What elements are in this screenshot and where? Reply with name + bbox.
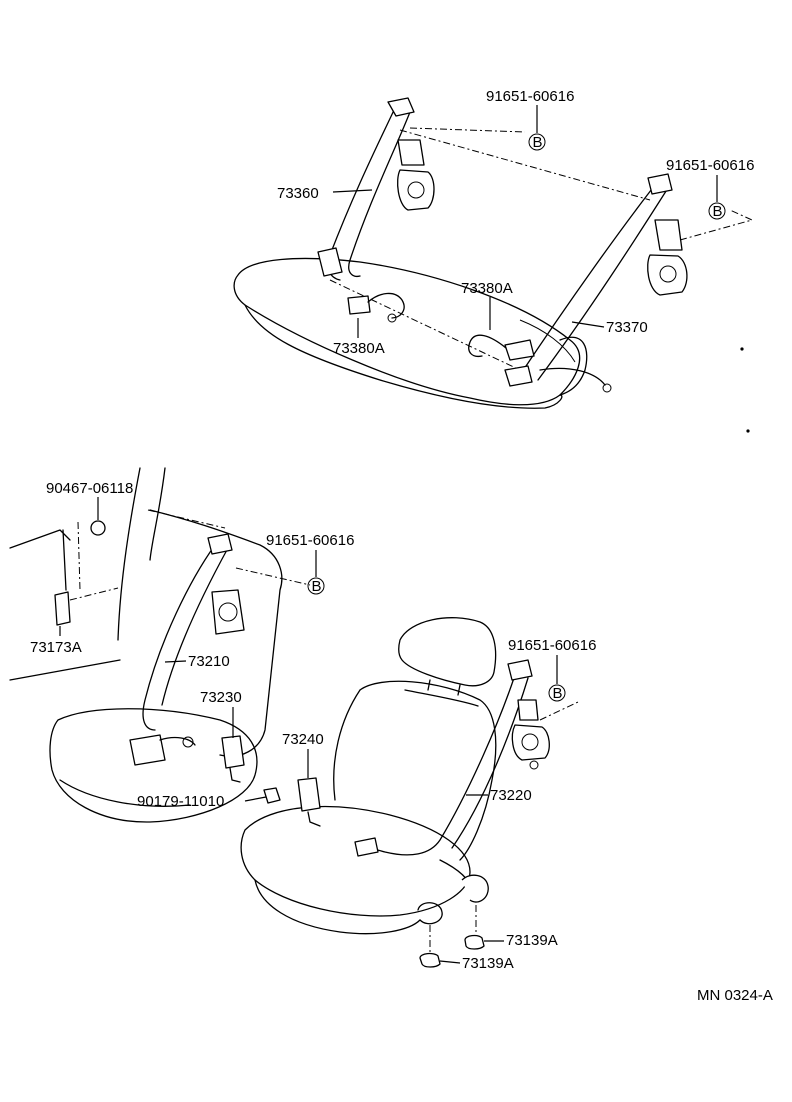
- figure-code: MN 0324-A: [697, 987, 773, 1004]
- rear-bolt-callout-2: B: [679, 202, 754, 241]
- rear-mount-line: [399, 129, 651, 201]
- label-bolt-front-right: 91651-60616: [508, 637, 596, 654]
- label-front-right-belt: 73220: [490, 787, 532, 804]
- label-clip-90467: 90467-06118: [46, 480, 133, 497]
- label-cover-2: 73139A: [462, 955, 514, 972]
- clip-90467: [77, 520, 106, 591]
- svg-text:B: B: [713, 203, 723, 220]
- rear-right-belt-assembly: [317, 97, 435, 323]
- label-front-left-belt: 73210: [188, 653, 230, 670]
- label-bolt-front-left: 91651-60616: [266, 532, 354, 549]
- dot-mark-2: [746, 429, 750, 433]
- rear-bolt-callout-1: B: [409, 127, 546, 151]
- nut-90179: [263, 787, 281, 804]
- label-rear-buckle-left: 73380A: [461, 280, 513, 297]
- label-rear-right-belt: 73360: [277, 185, 319, 202]
- front-right-seat: [240, 617, 497, 935]
- svg-text:B: B: [553, 685, 563, 702]
- label-rear-left-belt: 73370: [606, 319, 648, 336]
- cover-73139a-2: [419, 925, 441, 968]
- label-front-left-buckle: 73230: [200, 689, 242, 706]
- label-bolt-rear-1: 91651-60616: [486, 88, 574, 105]
- front-left-bolt-callout: B: [307, 577, 325, 595]
- pillar-trim-cover: [54, 529, 119, 626]
- cover-73139a-1: [464, 905, 485, 950]
- svg-text:B: B: [533, 134, 543, 151]
- label-bolt-rear-2: 91651-60616: [666, 157, 754, 174]
- front-right-bolt-callout: B: [548, 684, 566, 702]
- label-rear-buckle-right: 73380A: [333, 340, 385, 357]
- front-left-belt-assembly: [129, 533, 311, 783]
- rear-left-belt-assembly: [468, 173, 688, 393]
- rear-seat-cushion: [233, 257, 588, 409]
- front-right-belt-assembly: [297, 659, 579, 925]
- label-cover-1: 73139A: [506, 932, 558, 949]
- svg-text:B: B: [312, 578, 322, 595]
- label-trim-cover: 73173A: [30, 639, 82, 656]
- rear-floor-line: [329, 279, 521, 371]
- label-front-right-buckle: 73240: [282, 731, 324, 748]
- dot-mark-1: [740, 347, 744, 351]
- front-left-seat: [9, 467, 283, 823]
- label-nut-90179: 90179-11010: [137, 793, 224, 810]
